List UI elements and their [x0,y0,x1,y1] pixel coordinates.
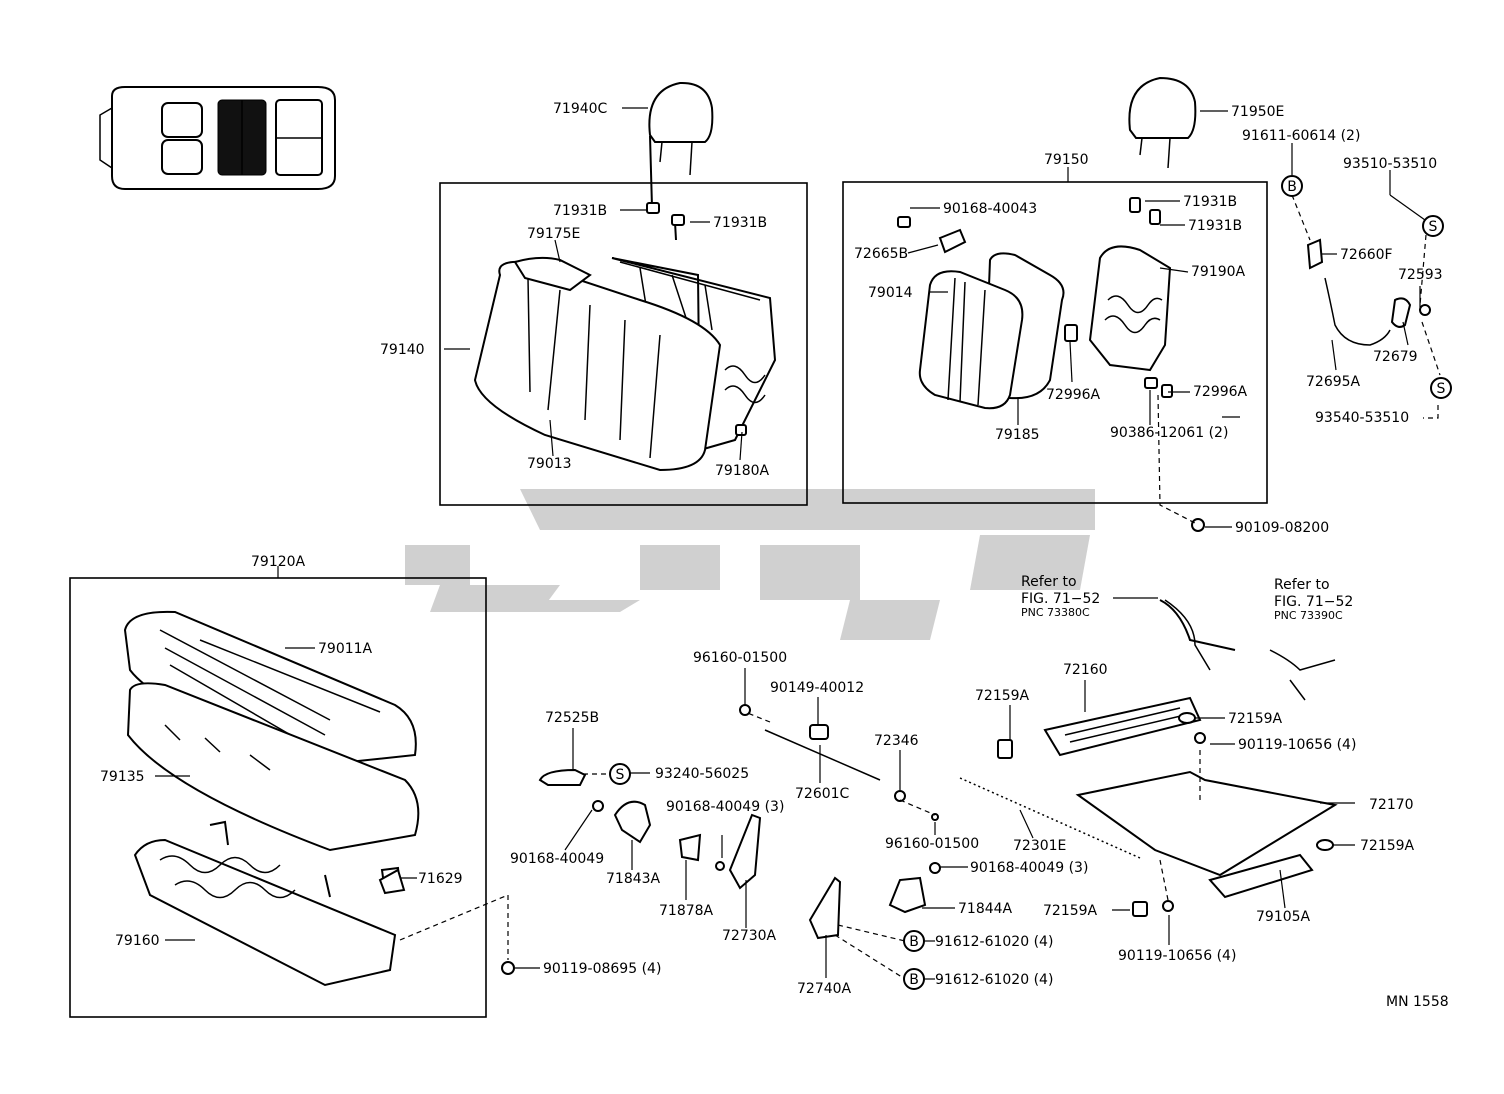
label-72525B: 72525B [545,710,599,726]
label-79105A: 79105A [1256,909,1311,925]
label-79120A: 79120A [251,554,306,570]
bolt-90109-08200 [1191,518,1205,532]
label-90168-40049-c: 90168-40049 (3) [970,860,1088,876]
label-72170: 72170 [1369,797,1414,813]
label-71931B-b: 71931B [713,215,767,231]
label-72346: 72346 [874,733,919,749]
svg-text:S: S [616,767,625,783]
release-cable-illustration [1306,238,1431,346]
symbol-s-93510: S [1422,215,1444,237]
label-72695A: 72695A [1306,374,1361,390]
label-71931B-a: 71931B [553,203,607,219]
label-79180A: 79180A [715,463,770,479]
svg-text:S: S [1437,381,1446,397]
label-93540-53510: 93540-53510 [1315,410,1409,426]
label-79150: 79150 [1044,152,1089,168]
label-72996A-b: 72996A [1193,384,1248,400]
label-71931B-d: 71931B [1188,218,1242,234]
label-71629: 71629 [418,871,463,887]
label-72159A-a: 72159A [975,688,1030,704]
label-96160-01500-bot: 96160-01500 [885,836,979,852]
watermark-logotype [405,489,1095,640]
label-72301E: 72301E [1013,838,1066,854]
label-refer-to-1: Refer to [1021,574,1077,590]
label-79013: 79013 [527,456,572,472]
label-71950E: 71950E [1231,104,1284,120]
label-90119-10656-b: 90119-10656 (4) [1118,948,1236,964]
label-72996A-a: 72996A [1046,387,1101,403]
leader-lines [155,107,1441,980]
label-90168-40043: 90168-40043 [943,201,1037,217]
center-hardware-illustration [538,704,1141,940]
label-72593: 72593 [1398,267,1443,283]
svg-text:B: B [909,972,919,988]
label-refer-to-2: Refer to [1274,577,1330,593]
seatback-assembly-79140-box [439,182,808,506]
label-72740A: 72740A [797,981,852,997]
label-71940C: 71940C [553,101,608,117]
label-fig-71-52-2: FIG. 71−52 [1274,594,1353,610]
symbol-b-91611: B [1281,175,1303,197]
label-79140: 79140 [380,342,425,358]
label-90109-08200: 90109-08200 [1235,520,1329,536]
bolt-90119-08695 [501,961,515,975]
vehicle-top-view-illustration [99,86,336,190]
label-72665B: 72665B [854,246,908,262]
label-91611-60614: 91611-60614 (2) [1242,128,1360,144]
seatback-left-illustration [473,135,777,472]
headrest-right-illustration [1128,76,1197,169]
symbol-b-91612-b: B [903,968,925,990]
symbol-b-91612-a: B [903,930,925,952]
label-71844A: 71844A [958,901,1013,917]
label-72601C: 72601C [795,786,850,802]
label-96160-01500-top: 96160-01500 [693,650,787,666]
symbol-s-93240: S [609,763,631,785]
label-71878A: 71878A [659,903,714,919]
label-pnc-73390C: PNC 73390C [1274,609,1343,622]
label-93510-53510: 93510-53510 [1343,156,1437,172]
label-71931B-c: 71931B [1183,194,1237,210]
label-90119-08695: 90119-08695 (4) [543,961,661,977]
part-labels: 71940C 71950E 79150 91611-60614 (2) 9351… [100,101,1449,1010]
label-79160: 79160 [115,933,160,949]
bracket-71629 [378,868,406,895]
headrest-left-illustration [648,81,714,176]
label-72730A: 72730A [722,928,777,944]
svg-text:S: S [1429,219,1438,235]
label-90386-12061: 90386-12061 (2) [1110,425,1228,441]
label-fig-71-52-1: FIG. 71−52 [1021,591,1100,607]
label-79190A: 79190A [1191,264,1246,280]
label-72660F: 72660F [1340,247,1393,263]
label-90168-40049-a: 90168-40049 (3) [666,799,784,815]
seat-cushion-illustration [123,610,420,987]
label-93240-56025: 93240-56025 [655,766,749,782]
seat-track-illustration [997,599,1338,917]
svg-text:B: B [909,934,919,950]
diagram-code: MN 1558 [1386,994,1449,1010]
label-72159A-d: 72159A [1043,903,1098,919]
label-79185: 79185 [995,427,1040,443]
label-91612-61020-a: 91612-61020 (4) [935,934,1053,950]
label-72679: 72679 [1373,349,1418,365]
label-90149-40012: 90149-40012 [770,680,864,696]
label-71843A: 71843A [606,871,661,887]
label-91612-61020-b: 91612-61020 (4) [935,972,1053,988]
label-79175E: 79175E [527,226,580,242]
label-pnc-73380C: PNC 73380C [1021,606,1090,619]
label-79014: 79014 [868,285,913,301]
label-90168-40049-b: 90168-40049 [510,851,604,867]
label-72159A-c: 72159A [1360,838,1415,854]
label-72160: 72160 [1063,662,1108,678]
label-79135: 79135 [100,769,145,785]
svg-text:B: B [1287,179,1297,195]
seatback-right-illustration [897,197,1173,410]
symbol-s-93540: S [1430,377,1452,399]
seatback-assembly-79150-box [842,181,1268,504]
label-90119-10656-a: 90119-10656 (4) [1238,737,1356,753]
label-72159A-b: 72159A [1228,711,1283,727]
label-79011A: 79011A [318,641,373,657]
